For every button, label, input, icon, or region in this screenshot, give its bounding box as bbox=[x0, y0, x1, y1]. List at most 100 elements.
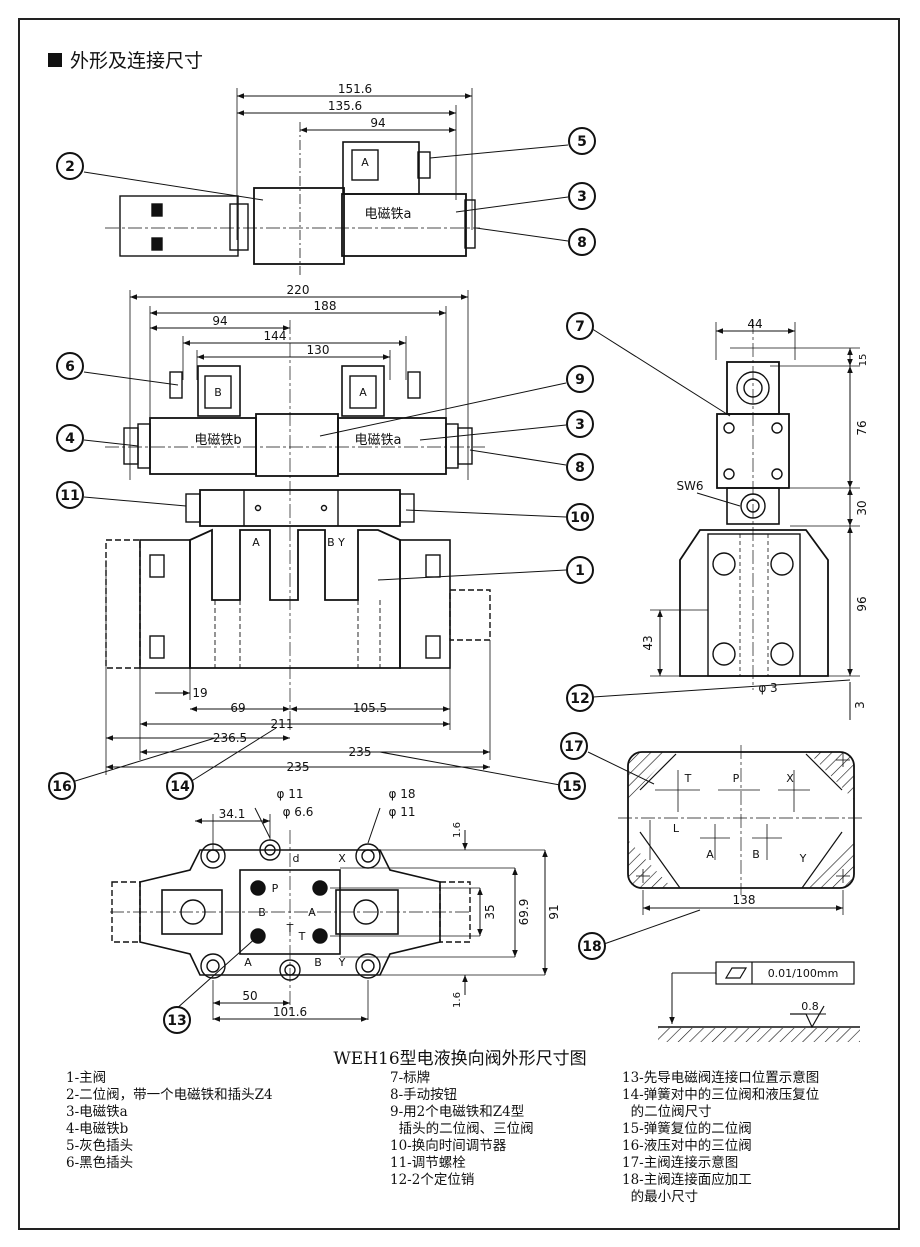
callout-label: 8 bbox=[575, 460, 585, 476]
legend-item: 15-弹簧复位的二位阀 bbox=[622, 1121, 752, 1137]
roughness-value: 0.8 bbox=[801, 1000, 819, 1013]
callout-3-top: 3 bbox=[568, 182, 596, 210]
callout-7: 7 bbox=[566, 312, 594, 340]
callouts: 2 5 3 8 6 4 11 9 3 8 10 1 16 14 15 7 12 … bbox=[48, 127, 606, 1034]
callout-14: 14 bbox=[166, 772, 194, 800]
dim-label: 135.6 bbox=[328, 99, 362, 113]
dim-label: 130 bbox=[307, 343, 330, 357]
legend-item: 17-主阀连接示意图 bbox=[622, 1155, 739, 1171]
port-label: T bbox=[298, 930, 306, 943]
dim-label: 19 bbox=[192, 686, 207, 700]
legend-item: 5-灰色插头 bbox=[66, 1138, 134, 1154]
dim-label: φ 11 bbox=[389, 805, 416, 819]
dim-label: 69 bbox=[230, 701, 245, 715]
mount-face-view bbox=[587, 745, 862, 945]
magnet-label: 电磁铁a bbox=[355, 433, 402, 448]
dim-label: 96 bbox=[855, 596, 869, 611]
port-label: Y bbox=[338, 956, 346, 969]
callout-label: 16 bbox=[52, 779, 71, 795]
legend-item: 16-液压对中的三位阀 bbox=[622, 1138, 752, 1154]
callout-13: 13 bbox=[163, 1006, 191, 1034]
dim-label: 76 bbox=[855, 420, 869, 435]
port-label: Y bbox=[799, 852, 807, 865]
callout-label: 10 bbox=[570, 510, 590, 526]
callout-label: 2 bbox=[65, 159, 75, 175]
callout-10: 10 bbox=[566, 503, 594, 531]
dim-label: 15 bbox=[858, 354, 869, 367]
port-label: A bbox=[244, 956, 252, 969]
dim-label: 94 bbox=[370, 116, 385, 130]
legend-item: 的二位阀尺寸 bbox=[622, 1104, 712, 1120]
bottom-view bbox=[110, 807, 548, 1022]
section-heading: 外形及连接尺寸 bbox=[48, 46, 203, 73]
legend-item: 插头的二位阀、三位阀 bbox=[390, 1121, 534, 1137]
callout-5: 5 bbox=[568, 127, 596, 155]
callout-label: 5 bbox=[577, 134, 587, 150]
dim-label: 144 bbox=[264, 329, 287, 343]
callout-label: 13 bbox=[167, 1013, 186, 1029]
callout-label: 15 bbox=[562, 779, 581, 795]
callout-label: 12 bbox=[570, 691, 589, 707]
callout-15: 15 bbox=[558, 772, 586, 800]
callout-label: 11 bbox=[60, 488, 79, 504]
dim-label: 151.6 bbox=[338, 82, 372, 96]
legend-item: 12-2个定位销 bbox=[390, 1172, 475, 1188]
magnet-label: 电磁铁a bbox=[365, 207, 412, 222]
legend-item: 的最小尺寸 bbox=[622, 1189, 699, 1205]
callout-label: 3 bbox=[577, 189, 587, 205]
legend-column-1: 1-主阀 2-二位阀，带一个电磁铁和插头Z4 3-电磁铁a 4-电磁铁b 5-灰… bbox=[66, 1070, 273, 1172]
legend-item: 2-二位阀，带一个电磁铁和插头Z4 bbox=[66, 1087, 273, 1103]
dim-label: 138 bbox=[733, 893, 756, 907]
legend-item: 13-先导电磁阀连接口位置示意图 bbox=[622, 1070, 820, 1086]
callout-8-top: 8 bbox=[568, 228, 596, 256]
callout-12: 12 bbox=[566, 684, 594, 712]
callout-3-front: 3 bbox=[566, 410, 594, 438]
port-label: B Y bbox=[327, 536, 345, 549]
legend-item: 18-主阀连接面应加工 bbox=[622, 1172, 752, 1188]
legend-item: 6-黑色插头 bbox=[66, 1155, 134, 1171]
section-title: 外形及连接尺寸 bbox=[70, 50, 204, 72]
magnet-label: 电磁铁b bbox=[194, 433, 241, 448]
port-label: B bbox=[258, 906, 266, 919]
tolerance-block bbox=[658, 961, 860, 1042]
legend-item: 14-弹簧对中的三位阀和液压复位 bbox=[622, 1087, 820, 1103]
port-label: L bbox=[673, 822, 680, 835]
front-view bbox=[71, 290, 567, 786]
dim-label: 1.6 bbox=[452, 822, 463, 838]
figure-caption: WEH16型电液换向阀外形尺寸图 bbox=[333, 1049, 587, 1069]
top-view bbox=[83, 88, 569, 275]
port-label: T bbox=[286, 922, 294, 935]
callout-label: 4 bbox=[65, 431, 75, 447]
legend-item: 11-调节螺栓 bbox=[390, 1155, 466, 1171]
callout-9: 9 bbox=[566, 365, 594, 393]
callout-label: 7 bbox=[575, 319, 585, 335]
dim-label: 236.5 bbox=[213, 731, 247, 745]
dim-label: 91 bbox=[547, 904, 561, 919]
callout-8-front: 8 bbox=[566, 453, 594, 481]
callout-4: 4 bbox=[56, 424, 84, 452]
legend-column-2: 7-标牌 8-手动按钮 9-用2个电磁铁和Z4型 插头的二位阀、三位阀 10-换… bbox=[390, 1070, 534, 1189]
dim-label: 211 bbox=[271, 717, 294, 731]
callout-16: 16 bbox=[48, 772, 76, 800]
callout-label: 3 bbox=[575, 417, 585, 433]
callout-label: 18 bbox=[582, 939, 601, 955]
dim-label: 3 bbox=[853, 701, 867, 709]
dim-label: 101.6 bbox=[273, 1005, 307, 1019]
legend-item: 8-手动按钮 bbox=[390, 1087, 458, 1103]
dim-label: 30 bbox=[855, 500, 869, 515]
dim-label: φ 18 bbox=[389, 787, 416, 801]
callout-1: 1 bbox=[566, 556, 594, 584]
dim-label: 50 bbox=[242, 989, 257, 1003]
port-label: A bbox=[252, 536, 260, 549]
port-label: A bbox=[706, 848, 714, 861]
callout-label: 17 bbox=[564, 739, 583, 755]
dim-label: φ 6.6 bbox=[283, 805, 314, 819]
legend-item: 4-电磁铁b bbox=[66, 1121, 129, 1137]
port-label: B bbox=[314, 956, 322, 969]
dim-label: 44 bbox=[747, 317, 762, 331]
callout-label: 6 bbox=[65, 359, 75, 375]
callout-18: 18 bbox=[578, 932, 606, 960]
sw-label: SW6 bbox=[676, 479, 703, 493]
legend-item: 3-电磁铁a bbox=[66, 1104, 128, 1120]
